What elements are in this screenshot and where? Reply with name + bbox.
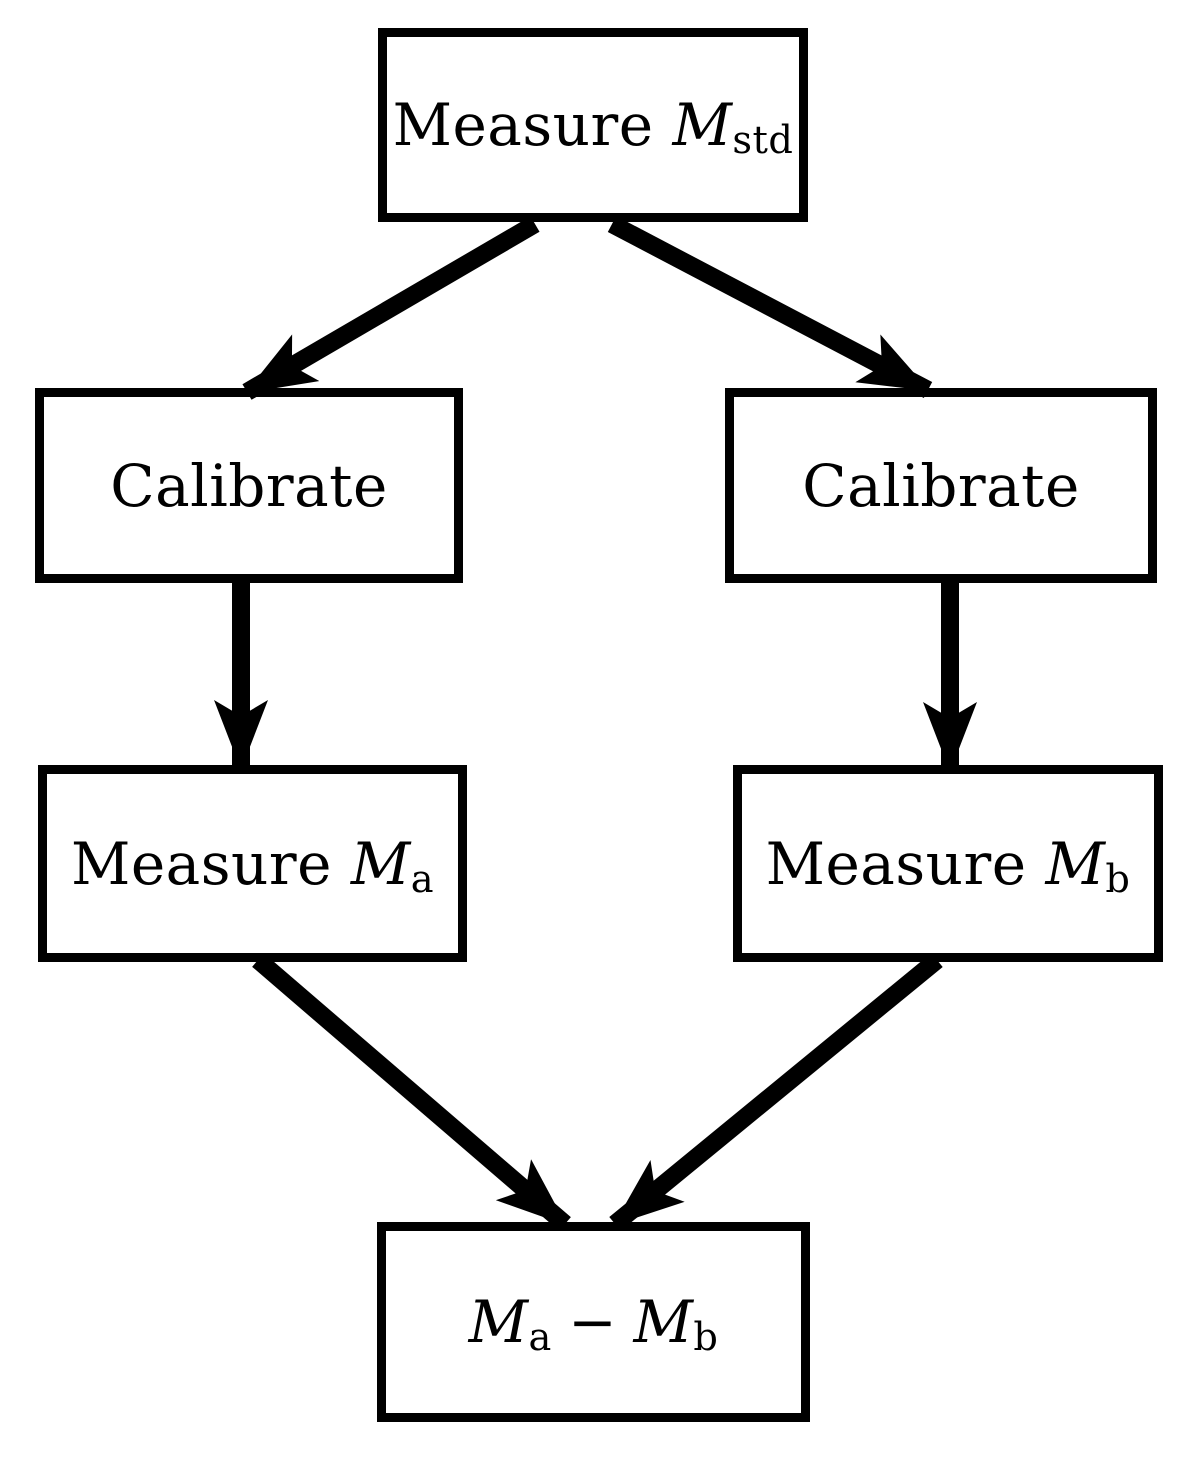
label-variable: M — [633, 1288, 694, 1356]
node-measure-ma-label: Measure Ma — [70, 829, 434, 899]
label-variable: M — [350, 829, 411, 898]
label-variable: M — [468, 1288, 529, 1356]
label-text: Measure — [70, 829, 351, 898]
label-text: Measure — [765, 829, 1046, 898]
node-measure-mb: Measure Mb — [733, 765, 1163, 962]
label-subscript: std — [732, 118, 794, 164]
edge-measure-mstd-to-calibrate-right — [607, 216, 933, 398]
node-calibrate-left: Calibrate — [35, 388, 463, 583]
node-calibrate-left-label: Calibrate — [110, 451, 388, 520]
label-subscript: a — [528, 1315, 552, 1361]
label-text: Measure — [392, 91, 673, 159]
node-measure-mstd: Measure Mstd — [378, 28, 808, 222]
label-variable: M — [1045, 829, 1106, 898]
minus-operator: − — [568, 1288, 618, 1356]
node-calibrate-right: Calibrate — [725, 388, 1157, 583]
node-calibrate-right-label: Calibrate — [802, 451, 1080, 520]
label-variable: M — [672, 91, 733, 159]
edge-measure-mstd-to-calibrate-left — [242, 216, 540, 400]
node-measure-ma: Measure Ma — [38, 765, 467, 962]
node-measure-mstd-label: Measure Mstd — [392, 91, 794, 160]
node-result-difference: Ma−Mb — [377, 1222, 810, 1422]
edge-measure-mb-to-result-difference — [609, 953, 943, 1231]
edge-group — [214, 216, 977, 1231]
label-subscript: b — [1105, 856, 1131, 902]
node-measure-mb-label: Measure Mb — [765, 829, 1131, 899]
label-subscript: a — [410, 856, 435, 902]
edge-measure-ma-to-result-difference — [252, 953, 571, 1231]
label-subscript: b — [693, 1315, 719, 1361]
node-result-difference-label: Ma−Mb — [468, 1288, 719, 1357]
